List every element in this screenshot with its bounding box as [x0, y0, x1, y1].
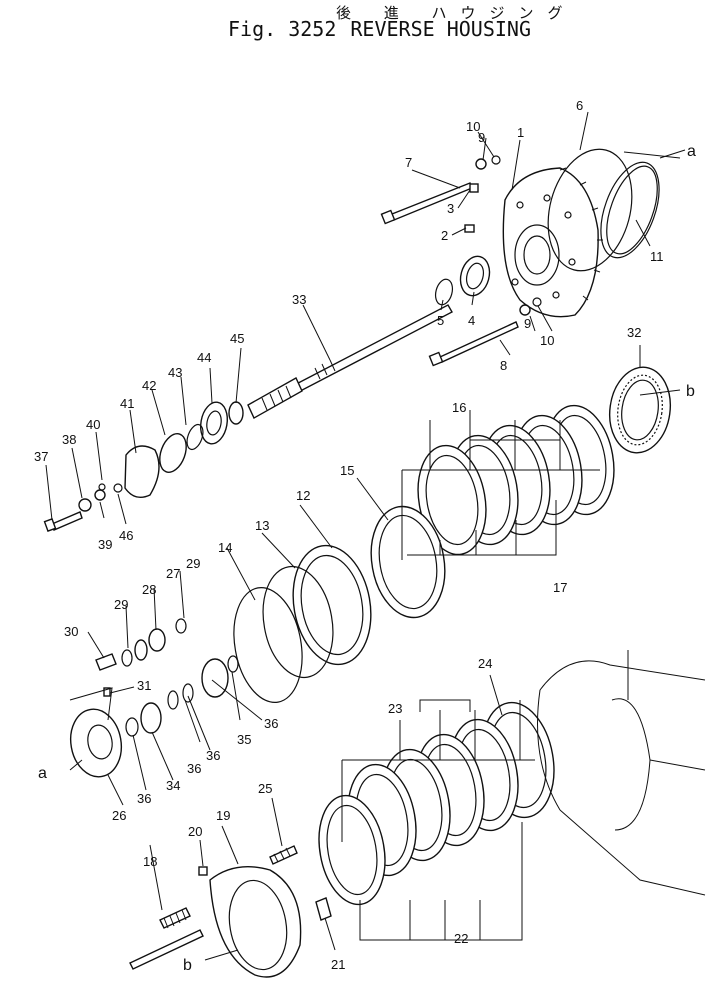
callout-27: 27 — [166, 566, 180, 581]
callout-24: 24 — [478, 656, 492, 671]
end-plate — [209, 865, 302, 978]
callout-29a: 29 — [186, 556, 200, 571]
leader-lines — [45, 111, 686, 961]
callout-19: 19 — [216, 808, 230, 823]
ref-a-upper: a — [687, 143, 696, 160]
ref-b-upper: b — [686, 383, 695, 400]
callout-36c: 36 — [187, 761, 201, 776]
callout-43: 43 — [168, 365, 182, 380]
callout-1: 1 — [517, 125, 524, 140]
ref-a-lower: a — [38, 765, 47, 782]
snap-ring — [547, 148, 633, 272]
figure-name: REVERSE HOUSING — [350, 17, 531, 41]
shaft — [247, 304, 453, 419]
callout-35: 35 — [237, 732, 251, 747]
callout-45: 45 — [230, 331, 244, 346]
callout-33: 33 — [292, 292, 306, 307]
ring-gear — [608, 366, 672, 454]
callout-9b: 9 — [524, 316, 531, 331]
callout-28: 28 — [142, 582, 156, 597]
clutch-pack-lower — [318, 701, 555, 906]
callout-30: 30 — [64, 624, 78, 639]
callout-13: 13 — [255, 518, 269, 533]
callout-31: 31 — [137, 678, 151, 693]
callout-6: 6 — [576, 98, 583, 113]
seal-ring-inner — [606, 165, 658, 255]
callout-44: 44 — [197, 350, 211, 365]
callout-32: 32 — [627, 325, 641, 340]
callout-38: 38 — [62, 432, 76, 447]
bolt-long — [380, 182, 473, 225]
callout-25: 25 — [258, 781, 272, 796]
callout-41: 41 — [120, 396, 134, 411]
callout-10a: 10 — [466, 119, 480, 134]
callout-18: 18 — [143, 854, 157, 869]
pin — [95, 653, 117, 671]
callout-12: 12 — [296, 488, 310, 503]
seal-ring — [600, 161, 660, 259]
callout-9a: 9 — [478, 130, 485, 145]
callout-3: 3 — [447, 201, 454, 216]
callout-10b: 10 — [540, 333, 554, 348]
callout-23: 23 — [388, 701, 402, 716]
callouts: 1 2 3 4 5 6 7 8 9 9 10 10 11 12 13 14 15… — [34, 98, 696, 974]
callout-7: 7 — [405, 155, 412, 170]
callout-15: 15 — [340, 463, 354, 478]
callout-5: 5 — [437, 313, 444, 328]
bolt-long-lower — [428, 321, 519, 367]
callout-40: 40 — [86, 417, 100, 432]
transmission-case — [537, 650, 706, 896]
callout-36a: 36 — [264, 716, 278, 731]
callout-17: 17 — [553, 580, 567, 595]
rod — [129, 929, 204, 970]
japanese-title: 後 進 ハウジング — [336, 4, 577, 22]
callout-29b: 29 — [114, 597, 128, 612]
callout-2: 2 — [441, 228, 448, 243]
callout-26: 26 — [112, 808, 126, 823]
callout-46: 46 — [119, 528, 133, 543]
callout-36b: 36 — [206, 748, 220, 763]
callout-22: 22 — [454, 931, 468, 946]
callout-21: 21 — [331, 957, 345, 972]
reverse-housing — [502, 167, 603, 318]
callout-20: 20 — [188, 824, 202, 839]
callout-11: 11 — [650, 249, 664, 264]
carrier — [69, 708, 123, 778]
callout-42: 42 — [142, 378, 156, 393]
callout-16: 16 — [452, 400, 466, 415]
callout-8: 8 — [500, 358, 507, 373]
callout-37: 37 — [34, 449, 48, 464]
callout-34: 34 — [166, 778, 180, 793]
callout-36d: 36 — [137, 791, 151, 806]
figure-number: Fig. 3252 — [228, 17, 337, 41]
piston — [292, 544, 372, 666]
callout-4: 4 — [468, 313, 475, 328]
callout-39: 39 — [98, 537, 112, 552]
ref-b-lower: b — [183, 957, 192, 974]
callout-14: 14 — [218, 540, 232, 555]
figure-title: Fig. 3252 REVERSE HOUSING — [228, 17, 545, 41]
planet-gear — [201, 658, 229, 698]
